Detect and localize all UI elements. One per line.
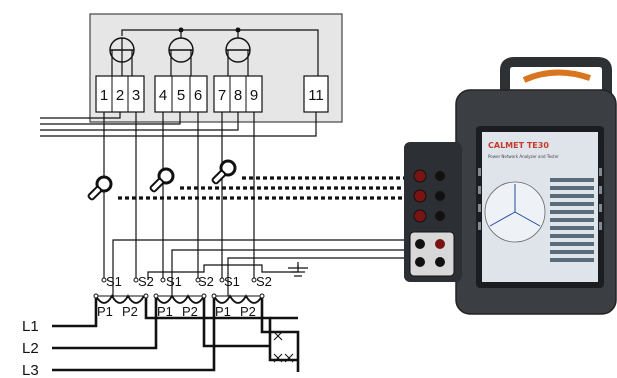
ct2-p1-label: P1 xyxy=(157,304,173,319)
device-side-keys xyxy=(478,168,602,230)
meter-coil-2 xyxy=(168,37,194,76)
phase-label-l2: L2 xyxy=(22,340,39,357)
terminal-label: 6 xyxy=(194,87,202,104)
phase-label-l3: L3 xyxy=(22,362,39,378)
current-transformer-3 xyxy=(213,294,263,304)
ct-terminal-dots xyxy=(93,277,265,299)
terminal-label: 3 xyxy=(132,87,140,104)
ct3-s1-label: S1 xyxy=(224,274,240,289)
ct1-p2-label: P2 xyxy=(122,304,138,319)
current-transformer-1 xyxy=(95,294,146,304)
ct1-s1-label: S1 xyxy=(106,274,122,289)
ct3-s2-label: S2 xyxy=(256,274,272,289)
device-brand: CALMET TE30 xyxy=(488,141,549,150)
current-clamp-icon xyxy=(149,167,175,193)
ct1-p1-label: P1 xyxy=(97,304,113,319)
phase-label-l1: L1 xyxy=(22,318,39,335)
ct2-p2-label: P2 xyxy=(182,304,198,319)
terminal-label: 11 xyxy=(308,87,324,104)
wiring xyxy=(40,112,420,296)
current-clamp-icon xyxy=(211,159,237,185)
power-analyzer-device: CALMET TE30 Power Network Analyzer and T… xyxy=(404,57,617,315)
ct2-s2-label: S2 xyxy=(198,274,214,289)
terminal-label: 7 xyxy=(218,87,226,104)
device-handle xyxy=(500,57,612,96)
screen-readout xyxy=(550,178,594,262)
terminal-label: 5 xyxy=(177,87,185,104)
current-clamp-icon xyxy=(87,175,113,201)
meter-coil-3 xyxy=(225,37,251,76)
clamp-leads xyxy=(118,176,418,200)
current-transformer-2 xyxy=(155,294,205,304)
terminal-block: 1 2 3 4 5 6 7 8 9 11 xyxy=(95,75,329,113)
device-sockets xyxy=(409,169,455,277)
device-handle-grip xyxy=(522,69,591,83)
device-subtitle: Power Network Analyzer and Tester xyxy=(488,154,559,159)
phase-conductors xyxy=(52,296,300,372)
ct3-p2-label: P2 xyxy=(240,304,256,319)
fuse-cross-icon xyxy=(273,331,294,363)
terminal-label: 4 xyxy=(159,87,167,104)
meter-coil-1 xyxy=(109,37,135,76)
ct3-p1-label: P1 xyxy=(215,304,231,319)
terminal-label: 2 xyxy=(116,87,124,104)
terminal-label: 9 xyxy=(250,87,258,104)
ct2-s1-label: S1 xyxy=(166,274,182,289)
ct1-s2-label: S2 xyxy=(138,274,154,289)
terminal-label: 8 xyxy=(234,87,242,104)
ground-icon xyxy=(288,262,308,277)
terminal-label: 1 xyxy=(100,87,108,104)
